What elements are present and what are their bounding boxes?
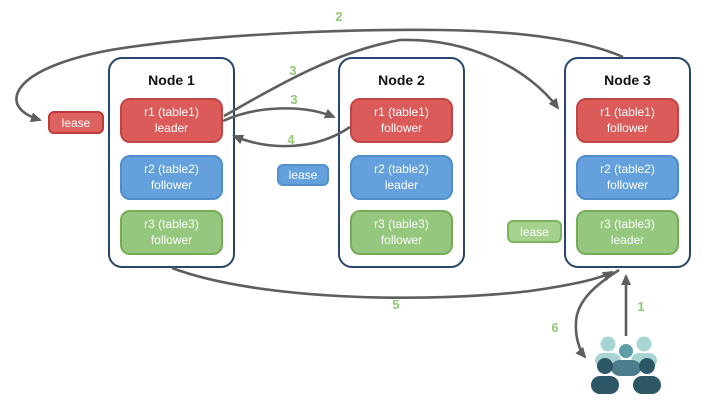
person-figure-center (611, 344, 641, 376)
node2-replica-r3: r3 (table3) follower (350, 210, 453, 255)
step-label-1: 1 (637, 299, 645, 314)
replica-name: r1 (table1) (374, 104, 429, 119)
node1-replica-r3: r3 (table3) follower (120, 210, 223, 255)
step-label-3b: 3 (290, 92, 298, 107)
replica-role: follower (150, 232, 193, 247)
lease-badge-red: lease (48, 111, 104, 134)
replica-name: r2 (table2) (144, 161, 199, 176)
step-label-2: 2 (335, 9, 343, 24)
replica-name: r2 (table2) (600, 161, 655, 176)
node-2-title: Node 2 (378, 72, 425, 88)
replica-name: r3 (table3) (144, 216, 199, 231)
node-1-title: Node 1 (148, 72, 195, 88)
person-figure-front-left (591, 358, 619, 394)
replica-role: follower (380, 120, 423, 135)
node3-replica-r3: r3 (table3) leader (576, 210, 679, 255)
node3-replica-r1: r1 (table1) follower (576, 98, 679, 143)
arrow-step-3-node1-to-node2 (222, 107, 336, 123)
replica-role: follower (606, 177, 649, 192)
users-group-icon (591, 336, 661, 394)
replica-name: r1 (table1) (144, 104, 199, 119)
arrow-step-5-node1-to-node3 (171, 266, 614, 300)
person-figure-front-right (633, 358, 661, 394)
node3-replica-r2: r2 (table2) follower (576, 155, 679, 200)
step-label-4: 4 (287, 132, 295, 147)
step-label-6: 6 (551, 320, 559, 335)
lease-badge-blue: lease (277, 164, 329, 186)
node-3-title: Node 3 (604, 72, 651, 88)
node1-replica-r2: r2 (table2) follower (120, 155, 223, 200)
replica-role: leader (384, 177, 419, 192)
replica-role: leader (154, 120, 189, 135)
replica-role: follower (606, 120, 649, 135)
step-label-3a: 3 (289, 63, 297, 78)
node2-replica-r1: r1 (table1) follower (350, 98, 453, 143)
replica-name: r1 (table1) (600, 104, 655, 119)
replica-name: r3 (table3) (374, 216, 429, 231)
node-3-box: Node 3 r1 (table1) follower r2 (table2) … (564, 57, 691, 268)
replica-name: r2 (table2) (374, 161, 429, 176)
node-1-box: Node 1 r1 (table1) leader r2 (table2) fo… (108, 57, 235, 268)
replica-role: follower (150, 177, 193, 192)
replica-name: r3 (table3) (600, 216, 655, 231)
node-2-box: Node 2 r1 (table1) follower r2 (table2) … (338, 57, 465, 268)
step-label-5: 5 (392, 297, 400, 312)
lease-badge-green: lease (507, 220, 562, 243)
replica-role: follower (380, 232, 423, 247)
node2-replica-r2: r2 (table2) leader (350, 155, 453, 200)
node1-replica-r1: r1 (table1) leader (120, 98, 223, 143)
replica-role: leader (610, 232, 645, 247)
